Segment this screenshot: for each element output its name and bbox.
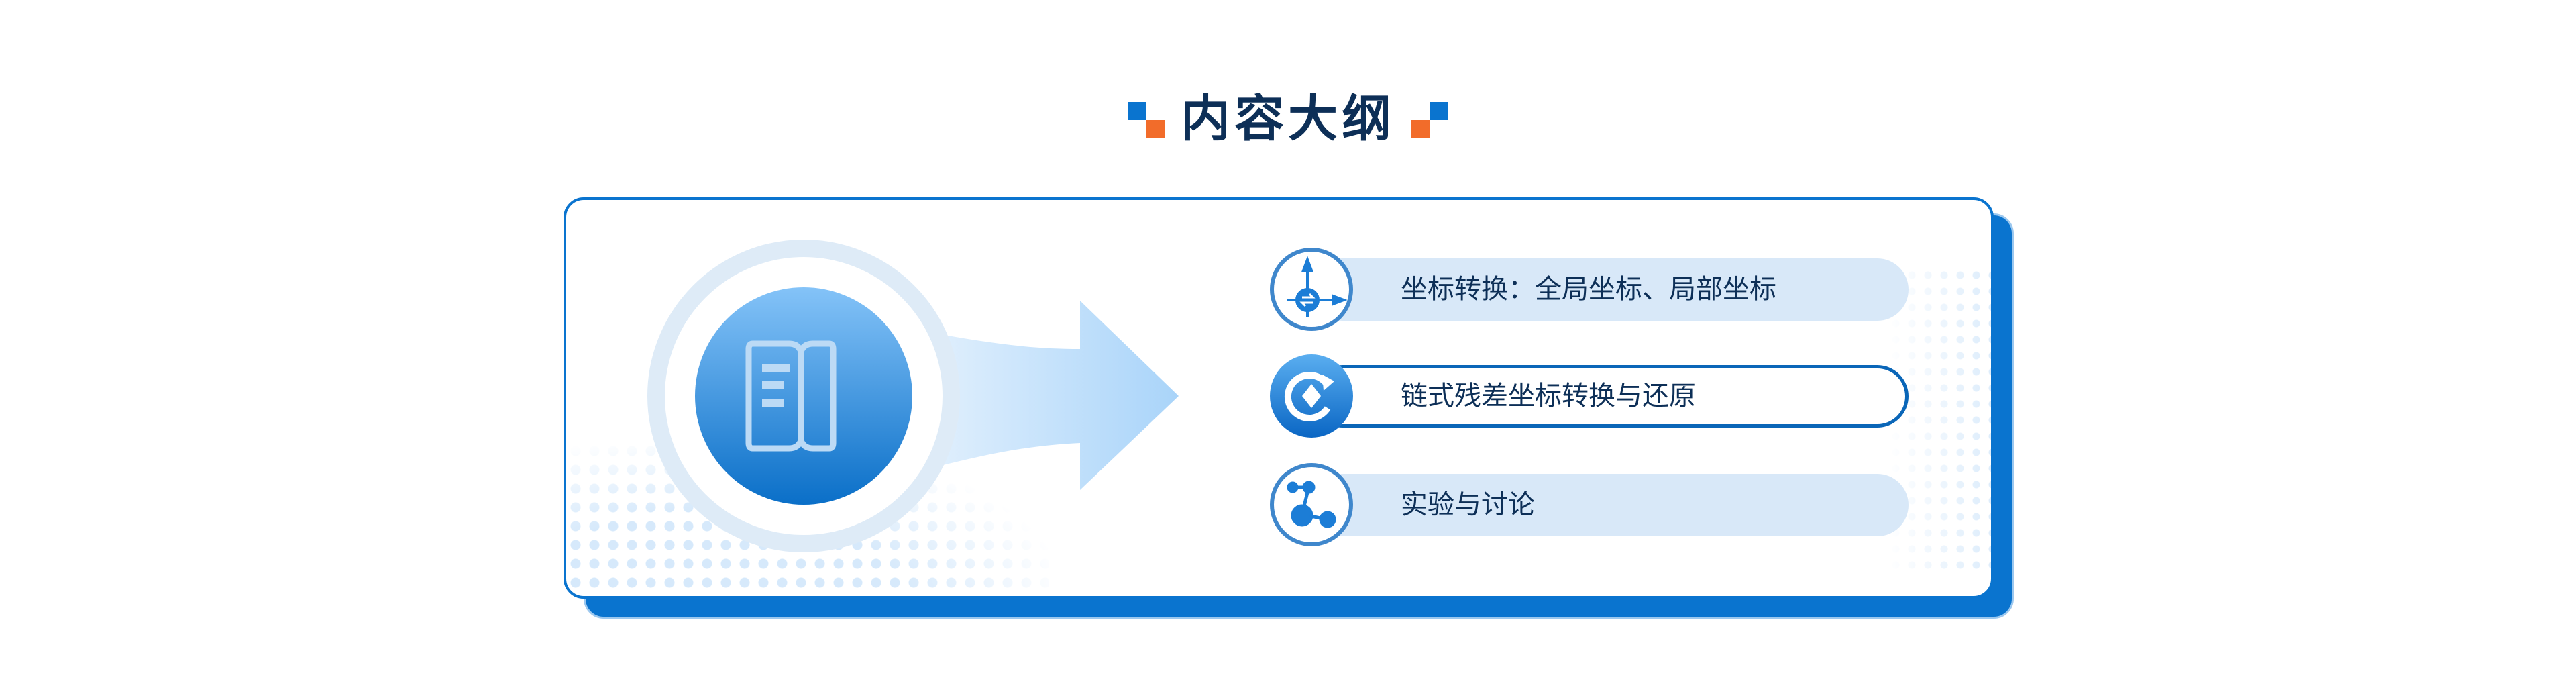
- outline-item-chain-residual[interactable]: 链式残差坐标转换与还原: [1311, 365, 1909, 428]
- node-graph-icon: [1270, 463, 1353, 546]
- item-label: 坐标转换：全局坐标、局部坐标: [1401, 274, 1776, 305]
- decor-square-orange: [1411, 120, 1430, 138]
- outline-item-coordinate-transform[interactable]: 坐标转换：全局坐标、局部坐标: [1311, 258, 1909, 321]
- open-book-icon: [745, 340, 837, 452]
- halftone-decoration: [1888, 267, 1991, 576]
- item-label: 链式残差坐标转换与还原: [1401, 381, 1696, 411]
- decor-square-blue: [1430, 102, 1448, 120]
- decor-square-orange: [1146, 120, 1165, 138]
- center-circle: [695, 287, 912, 505]
- item-label: 实验与讨论: [1401, 489, 1535, 520]
- decor-square-blue: [1128, 102, 1146, 120]
- outline-item-experiments[interactable]: 实验与讨论: [1311, 474, 1909, 536]
- cycle-refresh-icon: [1270, 354, 1353, 438]
- coordinate-axes-icon: [1270, 248, 1353, 331]
- page-title: 内容大纲: [1181, 90, 1395, 148]
